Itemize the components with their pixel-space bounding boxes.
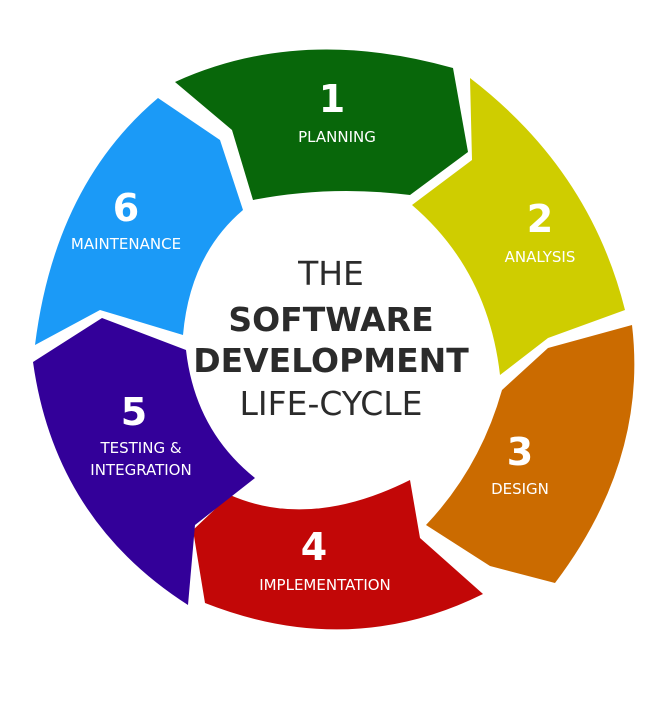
title-line-1: THE <box>297 254 364 293</box>
segment-implementation <box>193 480 483 630</box>
title-line-3: DEVELOPMENT <box>193 341 469 380</box>
center-title: THE SOFTWARE DEVELOPMENT LIFE-CYCLE <box>193 254 469 423</box>
phase-planning: 1 PLANNING <box>175 49 468 200</box>
title-line-4: LIFE-CYCLE <box>240 384 423 423</box>
title-line-2: SOFTWARE <box>228 300 433 339</box>
segment-maintenance <box>35 98 243 345</box>
phase-number: 6 <box>113 186 139 230</box>
phase-label: ANALYSIS <box>505 248 576 266</box>
phase-analysis: 2 ANALYSIS <box>412 78 625 375</box>
phase-number: 3 <box>507 430 533 474</box>
phase-label: PLANNING <box>298 128 376 146</box>
segment-planning <box>175 49 468 200</box>
phase-label: IMPLEMENTATION <box>259 576 391 594</box>
phase-number: 5 <box>121 390 147 434</box>
segment-testing <box>33 318 255 605</box>
phase-label-line2: INTEGRATION <box>90 461 191 479</box>
phase-design: 3 DESIGN <box>426 325 635 583</box>
phase-label: TESTING & <box>99 439 181 457</box>
phase-number: 2 <box>527 197 553 241</box>
phase-label: MAINTENANCE <box>71 235 181 253</box>
phase-number: 1 <box>319 77 345 121</box>
segment-design <box>426 325 635 583</box>
phase-maintenance: 6 MAINTENANCE <box>35 98 243 345</box>
phase-testing: 5 TESTING & INTEGRATION <box>33 318 255 605</box>
segment-analysis <box>412 78 625 375</box>
phase-number: 4 <box>301 525 327 569</box>
phase-implementation: 4 IMPLEMENTATION <box>193 480 483 630</box>
phase-label: DESIGN <box>491 480 549 498</box>
